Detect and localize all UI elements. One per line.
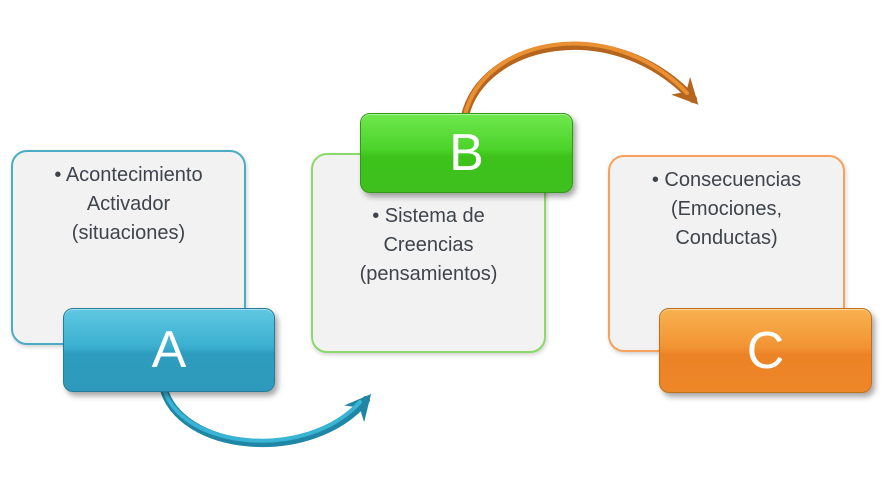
panel-text-line: (situaciones) [71, 222, 186, 244]
badge-b: B [360, 113, 573, 193]
arrow-a-to-b-highlight [161, 383, 362, 443]
panel-text-line: (Emociones, [670, 198, 783, 220]
badge-a: A [63, 308, 275, 392]
panel-text-line: Activador [86, 193, 171, 215]
panel-belief-system-text: • Sistema de Creencias (pensamientos) [313, 202, 544, 289]
panel-text-line: • Sistema de [372, 205, 485, 227]
panel-text-line: Conductas) [675, 227, 778, 249]
arrow-b-to-c [461, 41, 699, 120]
panel-text-line: Creencias [383, 234, 474, 256]
panel-consequences-text: • Consecuencias (Emociones, Conductas) [610, 166, 843, 253]
panel-activating-event-text: • Acontecimiento Activador (situaciones) [13, 161, 244, 248]
arrow-a-to-b [159, 382, 372, 447]
panel-text-line: • Acontecimiento [54, 164, 203, 186]
panel-text-line: (pensamientos) [359, 263, 498, 285]
panel-text-line: • Consecuencias [651, 169, 802, 191]
badge-c: C [659, 308, 872, 393]
arrow-b-to-c-highlight [463, 41, 689, 117]
